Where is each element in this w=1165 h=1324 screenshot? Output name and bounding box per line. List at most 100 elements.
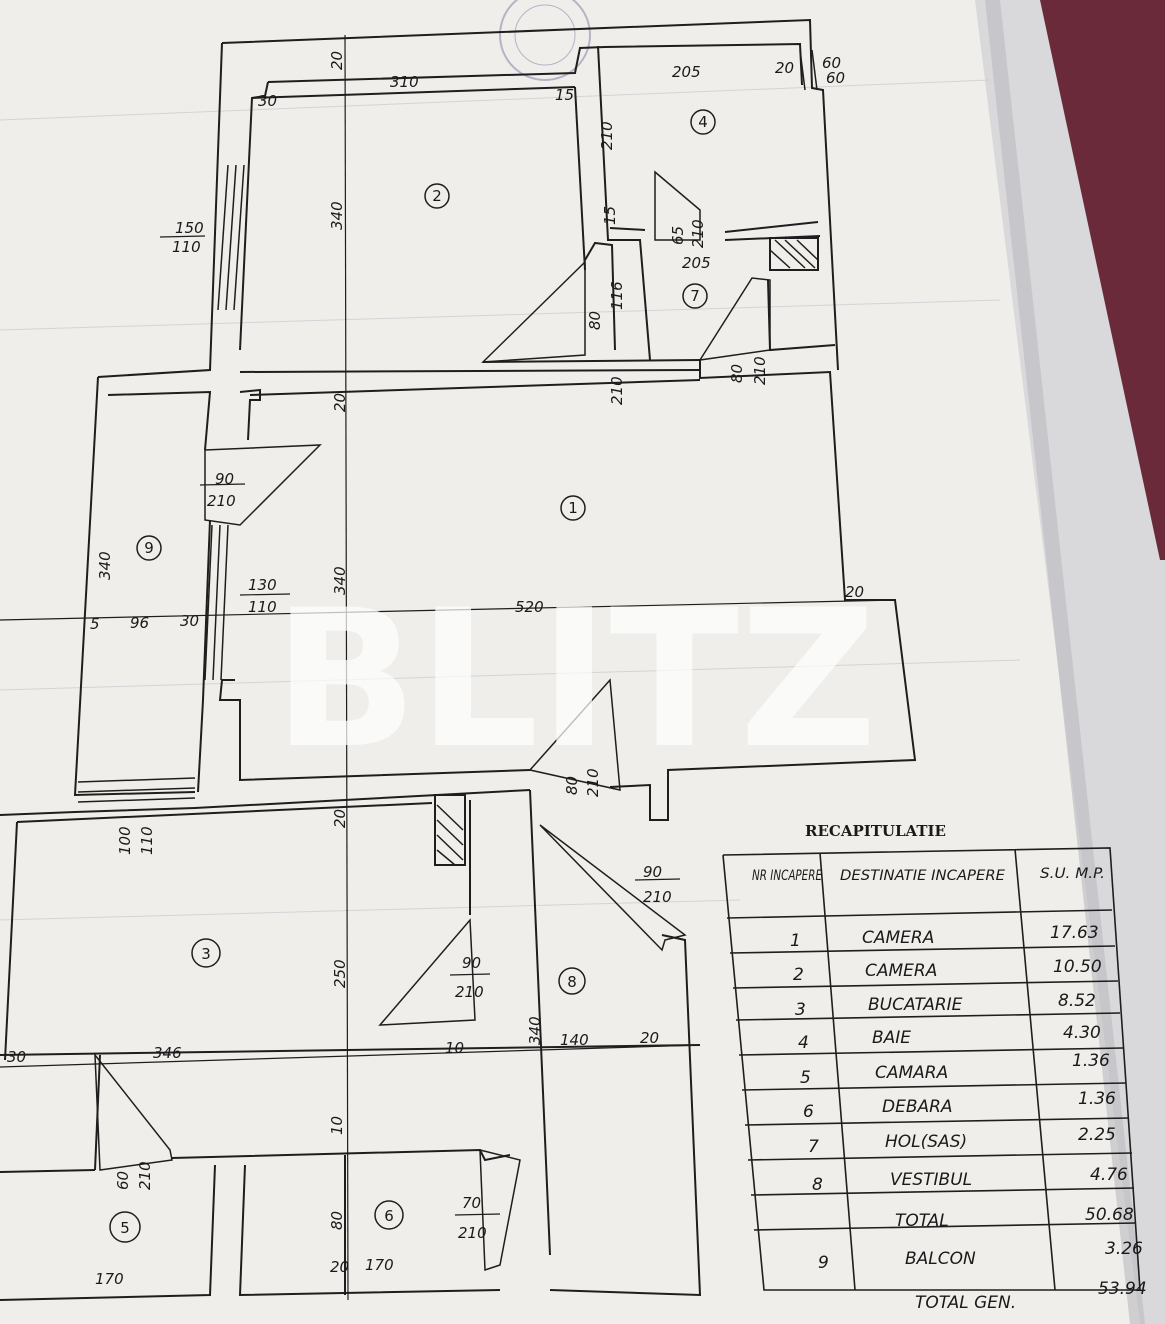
dim-label: 90 bbox=[643, 863, 662, 881]
grand-total-value: 53.94 bbox=[1098, 1279, 1147, 1299]
room-9-label: 9 bbox=[144, 539, 154, 557]
row-area: 1.36 bbox=[1078, 1089, 1116, 1109]
door-swings bbox=[94, 170, 771, 1272]
row-nr: 9 bbox=[818, 1253, 829, 1273]
dim-label: 210 bbox=[136, 1161, 154, 1190]
dim-label: 96 bbox=[130, 614, 149, 632]
dim-label: 80 bbox=[728, 364, 746, 383]
dim-label: 520 bbox=[515, 598, 544, 616]
dim-label: 80 bbox=[563, 776, 581, 795]
dim-label: 210 bbox=[207, 492, 236, 510]
header-destinatie: DESTINATIE INCAPERE bbox=[840, 868, 1005, 884]
dim-label: 116 bbox=[608, 281, 626, 310]
dim-label: 140 bbox=[560, 1031, 589, 1049]
dim-label: 15 bbox=[601, 206, 619, 225]
dimension-lines bbox=[0, 34, 896, 1301]
row-name: DEBARA bbox=[882, 1097, 953, 1117]
row-name: CAMERA bbox=[865, 961, 937, 981]
row-name: CAMARA bbox=[875, 1063, 948, 1083]
room-3-label: 3 bbox=[201, 945, 211, 963]
row-area: 3.26 bbox=[1105, 1239, 1143, 1259]
dim-label: 110 bbox=[172, 238, 201, 256]
row-area: 4.76 bbox=[1090, 1165, 1128, 1185]
dim-label: 310 bbox=[390, 73, 419, 91]
row-area: 4.30 bbox=[1063, 1023, 1101, 1043]
dim-label: 90 bbox=[215, 470, 234, 488]
room-5-label: 5 bbox=[120, 1219, 130, 1237]
dim-label: 170 bbox=[365, 1256, 394, 1274]
dim-label: 150 bbox=[175, 219, 204, 237]
dim-label: 60 bbox=[114, 1171, 132, 1190]
dim-label: 20 bbox=[775, 59, 794, 77]
dim-label: 205 bbox=[682, 254, 711, 272]
row-area: 8.52 bbox=[1058, 991, 1096, 1011]
row-nr: 4 bbox=[798, 1033, 809, 1053]
dim-label: 110 bbox=[248, 598, 277, 616]
room-8-label: 8 bbox=[567, 973, 577, 991]
dim-label: 170 bbox=[95, 1270, 124, 1288]
row-nr: 8 bbox=[812, 1175, 823, 1195]
room-numbers bbox=[109, 109, 716, 1243]
room-2-label: 2 bbox=[432, 187, 442, 205]
walls bbox=[0, 18, 917, 1301]
dim-label: 205 bbox=[672, 63, 701, 81]
room-6-label: 6 bbox=[384, 1207, 394, 1225]
dim-label: 210 bbox=[643, 888, 672, 906]
room-7-label: 7 bbox=[690, 287, 700, 305]
dim-label: 210 bbox=[455, 983, 484, 1001]
dim-label: 340 bbox=[331, 566, 349, 595]
dim-label: 340 bbox=[96, 551, 114, 580]
recap-headers: NR INCAPERE DESTINATIE INCAPERE S.U. M.P… bbox=[752, 866, 1105, 884]
windows bbox=[77, 49, 818, 803]
dim-label: 130 bbox=[248, 576, 277, 594]
desk-edge bbox=[1040, 0, 1165, 560]
dim-label: 110 bbox=[138, 826, 156, 855]
room-4-label: 4 bbox=[698, 113, 708, 131]
row-nr: 5 bbox=[800, 1068, 811, 1088]
total-label: TOTAL bbox=[895, 1211, 949, 1231]
row-name: VESTIBUL bbox=[890, 1170, 972, 1190]
watermark-logo: BLITZ bbox=[273, 569, 877, 790]
dim-label: 10 bbox=[445, 1039, 464, 1057]
total-value: 50.68 bbox=[1085, 1205, 1134, 1225]
dim-label: 346 bbox=[153, 1044, 182, 1062]
dim-label: 80 bbox=[586, 311, 604, 330]
recap-title: RECAPITULATIE bbox=[805, 822, 946, 840]
dimension-labels-vertical: 20 210 340 15 65 210 80 116 210 80 210 2… bbox=[96, 51, 769, 1230]
ruled-lines bbox=[0, 79, 1021, 921]
dim-label: 210 bbox=[458, 1224, 487, 1242]
row-nr: 2 bbox=[793, 965, 804, 985]
row-name: CAMERA bbox=[862, 928, 934, 948]
dim-label: 210 bbox=[751, 356, 769, 385]
dim-label: 20 bbox=[845, 583, 864, 601]
dim-label: 5 bbox=[90, 615, 100, 633]
row-nr: 6 bbox=[803, 1102, 814, 1122]
dim-label: 340 bbox=[328, 201, 346, 230]
row-name: BUCATARIE bbox=[868, 995, 963, 1015]
recap-table bbox=[722, 847, 1141, 1291]
dim-label: 30 bbox=[7, 1048, 26, 1066]
row-name: HOL(SAS) bbox=[885, 1132, 967, 1152]
header-nr: NR INCAPERE bbox=[752, 868, 822, 884]
recap-rows: 1 CAMERA 17.63 2 CAMERA 10.50 3 BUCATARI… bbox=[790, 923, 1143, 1273]
dim-label: 10 bbox=[328, 1116, 346, 1135]
stamp-seal bbox=[499, 0, 591, 81]
dim-label: 30 bbox=[258, 92, 277, 110]
row-nr: 3 bbox=[795, 1000, 806, 1020]
row-area: 10.50 bbox=[1053, 957, 1102, 977]
dim-label: 210 bbox=[598, 121, 616, 150]
dim-label: 90 bbox=[462, 954, 481, 972]
dim-label: 210 bbox=[608, 376, 626, 405]
grand-total-label: TOTAL GEN. bbox=[915, 1293, 1016, 1313]
row-name: BALCON bbox=[905, 1249, 976, 1269]
row-nr: 7 bbox=[808, 1137, 819, 1157]
dim-label: 70 bbox=[462, 1194, 481, 1212]
dim-label: 65 bbox=[669, 226, 687, 245]
dim-label: 30 bbox=[180, 612, 199, 630]
header-su: S.U. M.P. bbox=[1040, 866, 1105, 882]
paper-stack-edge bbox=[985, 0, 1145, 1324]
dim-label: 340 bbox=[526, 1016, 544, 1045]
row-nr: 1 bbox=[790, 931, 801, 951]
row-area: 2.25 bbox=[1078, 1125, 1116, 1145]
